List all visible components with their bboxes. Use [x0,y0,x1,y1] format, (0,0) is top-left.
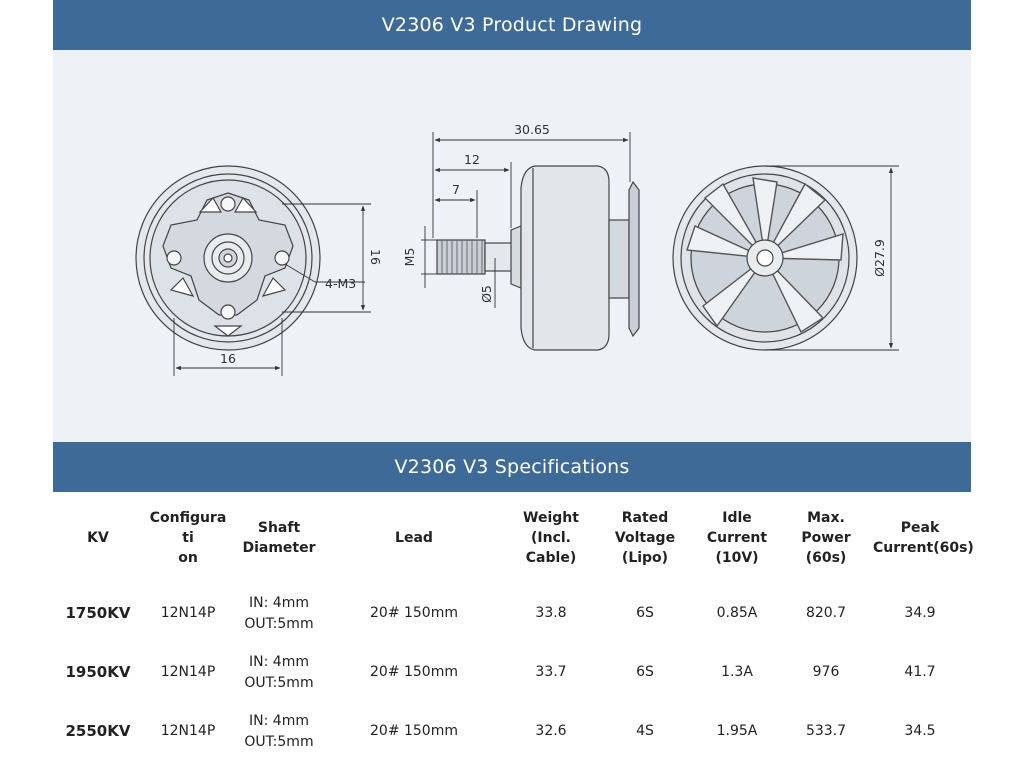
cell-peak-current: 34.5 [904,723,936,739]
product-drawing: 16 16 4-M3 [53,50,971,442]
col-header-lead: Lead [395,530,433,546]
dim-total-length: 30.65 [514,122,550,137]
dim-bolt-spacing: 16 [220,351,236,366]
cell-lead: 20# 150mm [370,723,458,739]
dim-length-12: 12 [464,152,480,167]
col-header-max-power: Max.Power(60s) [801,510,851,566]
base-view-dimensions [173,203,371,376]
cell-peak-current: 34.9 [904,605,936,621]
cell-idle-current: 1.95A [716,723,758,739]
dim-mount-holes: 4-M3 [325,276,356,291]
cell-lead: 20# 150mm [370,664,458,680]
top-view-dimensions [765,165,899,351]
cell-idle-current: 1.3A [721,664,753,680]
cell-rated-voltage: 6S [636,605,654,621]
cell-idle-current: 0.85A [716,605,758,621]
cell-configuration: 12N14P [160,723,216,739]
cell-rated-voltage: 4S [636,723,654,739]
col-header-weight: Weight(Incl.Cable) [523,510,579,566]
cell-configuration: 12N14P [160,664,216,680]
cell-max-power: 820.7 [805,605,847,621]
drawing-title-bar: V2306 V3 Product Drawing [53,0,971,50]
drawing-title: V2306 V3 Product Drawing [381,14,643,36]
product-sheet: V2306 V3 Product Drawing [53,0,974,768]
cell-kv: 1750KV [65,604,131,622]
cell-max-power: 976 [812,664,840,680]
specs-title-bar: V2306 V3 Specifications [53,442,971,492]
col-header-kv: KV [87,530,109,546]
dim-thread: M5 [402,248,417,267]
cell-peak-current: 41.7 [904,664,936,680]
side-view-drawing [436,165,640,351]
cell-weight: 33.7 [535,664,567,680]
dim-bell-diameter: Ø27.9 [872,239,887,277]
cell-rated-voltage: 6S [636,664,654,680]
side-view-dimensions [421,132,631,308]
cell-configuration: 12N14P [160,605,216,621]
cell-kv: 2550KV [65,722,131,740]
dim-shaft-diameter: Ø5 [479,285,494,303]
cell-max-power: 533.7 [805,723,847,739]
dim-bolt-circle: 16 [368,249,383,265]
cell-kv: 1950KV [65,663,131,681]
top-view-drawing [672,165,858,351]
technical-drawing-svg: 16 16 4-M3 [135,122,899,376]
dim-length-7: 7 [452,182,460,197]
cell-weight: 33.8 [535,605,567,621]
base-view-drawing [135,165,321,351]
specs-title: V2306 V3 Specifications [394,456,630,478]
cell-weight: 32.6 [535,723,567,739]
cell-lead: 20# 150mm [370,605,458,621]
